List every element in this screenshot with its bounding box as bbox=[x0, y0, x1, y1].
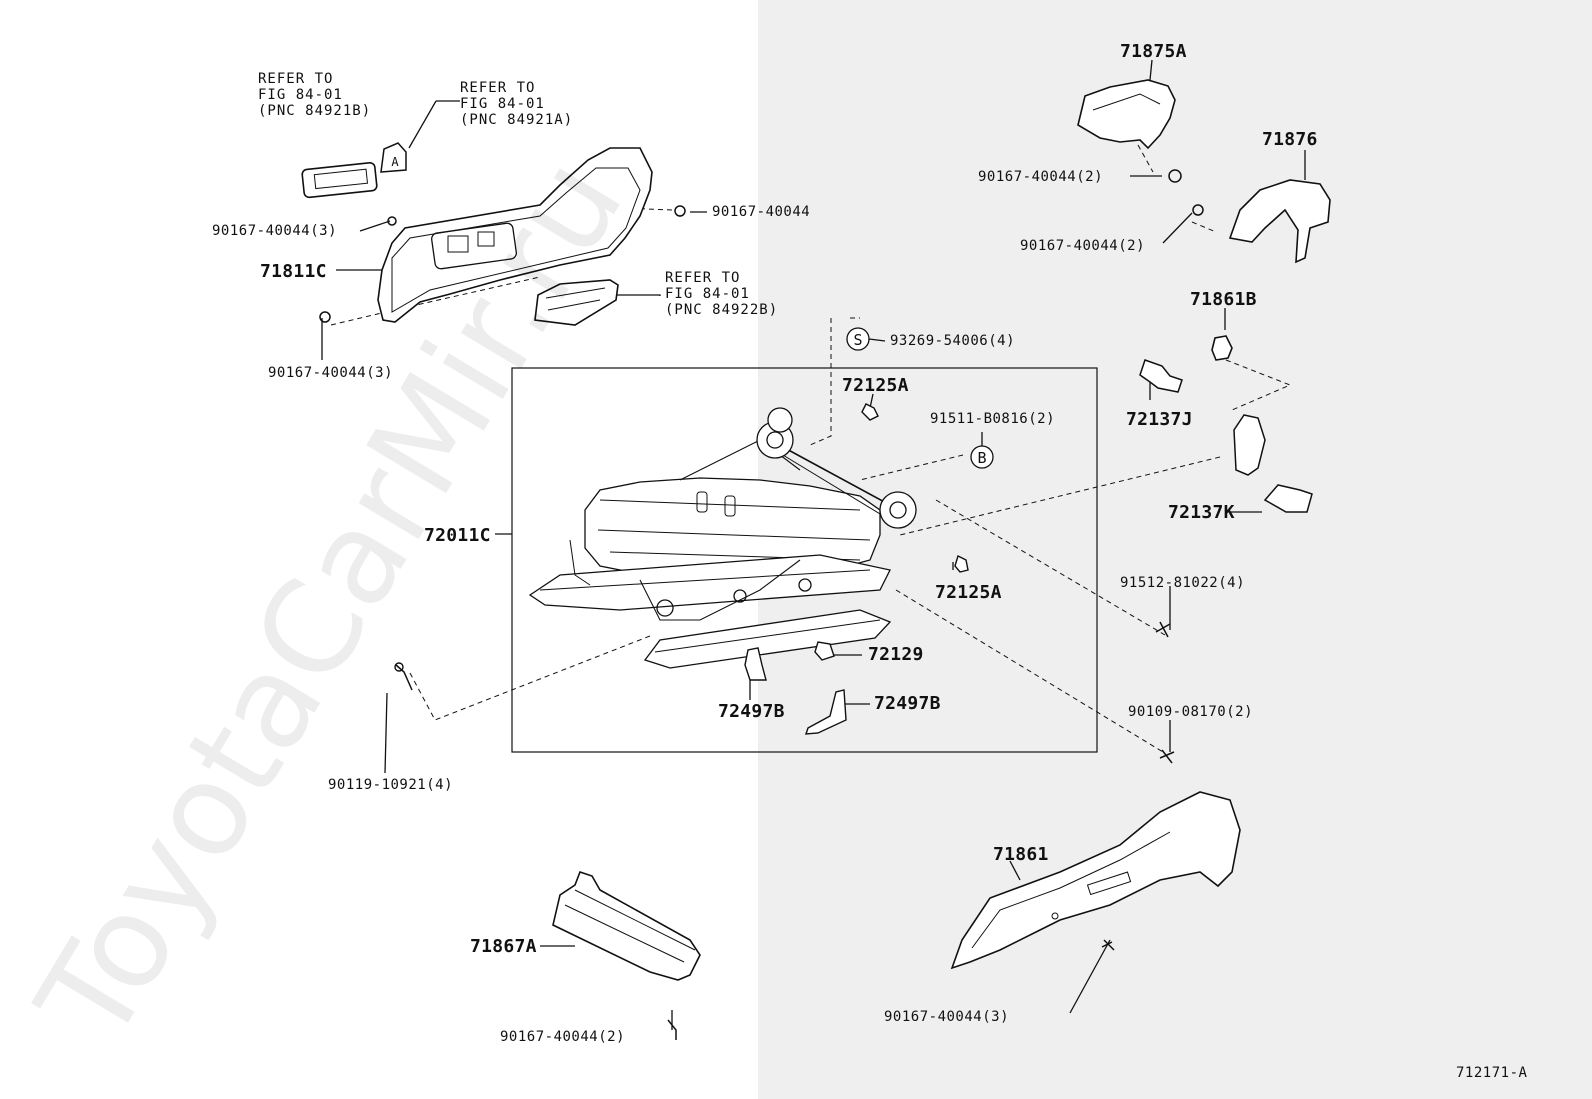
switch-84921B bbox=[301, 162, 378, 199]
label-72497B-right: 72497B bbox=[874, 693, 941, 714]
label-90167-40044-2-b: 90167-40044(2) bbox=[1020, 238, 1146, 254]
label-71861: 71861 bbox=[993, 844, 1049, 865]
part-72137K-shape bbox=[1263, 484, 1313, 513]
label-90167-40044-2-bottom: 90167-40044(2) bbox=[500, 1029, 626, 1045]
label-71811C: 71811C bbox=[260, 261, 327, 282]
callout-S: S bbox=[853, 331, 862, 349]
label-72011C: 72011C bbox=[424, 525, 491, 546]
refer-line1: REFER TO bbox=[460, 80, 536, 96]
figure-code: 712171-A bbox=[1456, 1065, 1528, 1081]
part-71811C-shape bbox=[377, 147, 653, 323]
shaded-background-panel bbox=[758, 0, 1592, 1099]
refer-note-84921B: REFER TO FIG 84-01 (PNC 84921B) bbox=[258, 71, 371, 119]
label-90167-40044-3-lower: 90167-40044(3) bbox=[268, 365, 394, 381]
label-93269-54006: 93269-54006(4) bbox=[890, 333, 1016, 349]
label-71861B: 71861B bbox=[1190, 289, 1257, 310]
refer-line2: FIG 84-01 bbox=[258, 87, 343, 103]
refer-line3: (PNC 84922B) bbox=[665, 302, 779, 318]
part-71876-shape bbox=[1228, 179, 1331, 264]
part-71875A-shape bbox=[1077, 79, 1176, 150]
part-72497B-right-shape bbox=[805, 689, 847, 735]
callout-B: B bbox=[977, 449, 986, 467]
callout-A: A bbox=[391, 155, 399, 169]
refer-line1: REFER TO bbox=[665, 270, 741, 286]
label-72497B-left: 72497B bbox=[718, 701, 785, 722]
refer-line1: REFER TO bbox=[258, 71, 334, 87]
label-90167-40044-3-bottom: 90167-40044(3) bbox=[884, 1009, 1010, 1025]
label-91511-B0816: 91511-B0816(2) bbox=[930, 411, 1056, 427]
refer-line3: (PNC 84921A) bbox=[460, 112, 574, 128]
refer-note-84922B: REFER TO FIG 84-01 (PNC 84922B) bbox=[665, 270, 778, 318]
switch-84921A bbox=[380, 142, 407, 173]
label-72125A-top: 72125A bbox=[842, 375, 909, 396]
label-91512-81022: 91512-81022(4) bbox=[1120, 575, 1246, 591]
switch-module-84922B bbox=[534, 279, 619, 326]
label-90119-10921: 90119-10921(4) bbox=[328, 777, 454, 793]
label-71867A: 71867A bbox=[470, 936, 537, 957]
refer-line3: (PNC 84921B) bbox=[258, 103, 372, 119]
refer-line2: FIG 84-01 bbox=[460, 96, 545, 112]
part-72497B-left-shape bbox=[744, 647, 767, 681]
label-90167-40044: 90167-40044 bbox=[712, 204, 811, 220]
part-72011C-shape bbox=[528, 407, 917, 669]
label-72129: 72129 bbox=[868, 644, 924, 665]
label-90167-40044-3-upper: 90167-40044(3) bbox=[212, 223, 338, 239]
label-72125A-mid: 72125A bbox=[935, 582, 1002, 603]
seat-assembly-frame bbox=[511, 367, 1098, 753]
label-72137J: 72137J bbox=[1126, 409, 1193, 430]
label-72137K: 72137K bbox=[1168, 502, 1235, 523]
label-90109-08170: 90109-08170(2) bbox=[1128, 704, 1254, 720]
label-71876: 71876 bbox=[1262, 129, 1318, 150]
refer-note-84921A: REFER TO FIG 84-01 (PNC 84921A) bbox=[460, 80, 573, 128]
part-72137J-shape bbox=[1139, 359, 1183, 393]
part-71861-shape bbox=[950, 791, 1241, 970]
label-71875A: 71875A bbox=[1120, 41, 1187, 62]
label-90167-40044-2-a: 90167-40044(2) bbox=[978, 169, 1104, 185]
refer-line2: FIG 84-01 bbox=[665, 286, 750, 302]
part-71867A-shape bbox=[552, 870, 701, 981]
